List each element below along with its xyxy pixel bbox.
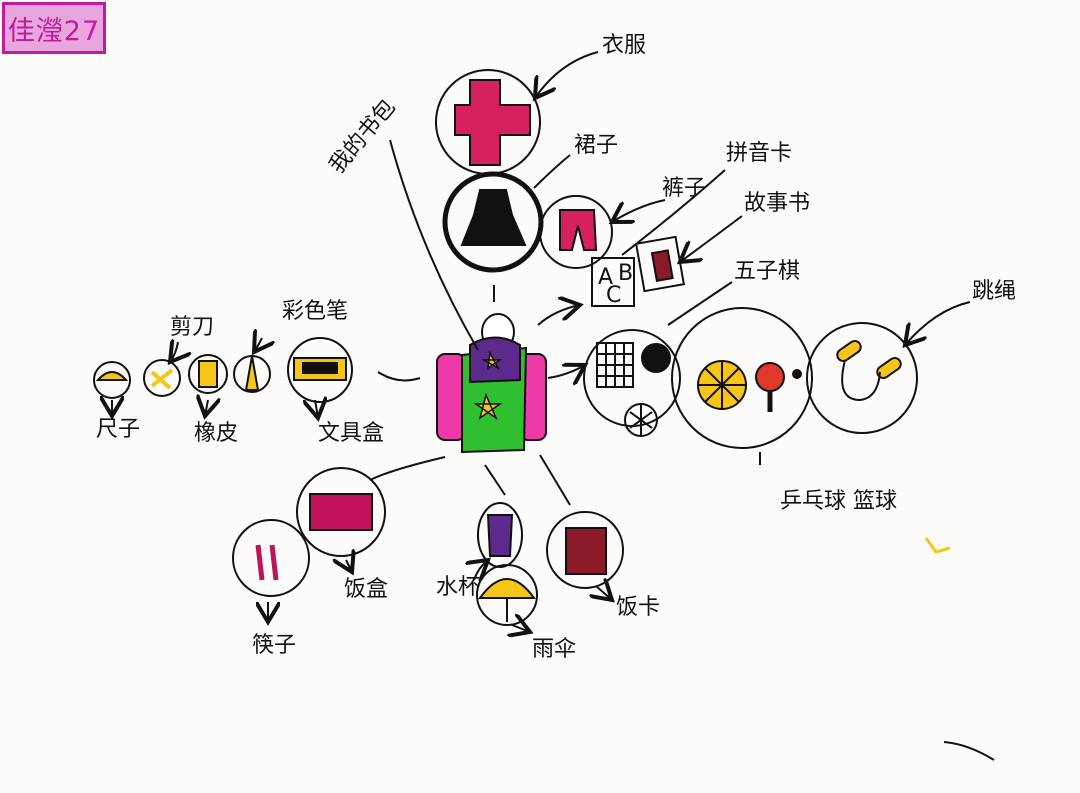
ball-label: 乒乓球 篮球: [780, 489, 897, 514]
skirt-icon: [460, 189, 527, 246]
water-cup-icon: [486, 514, 514, 557]
chopsticks-label: 筷子: [252, 633, 296, 658]
card-letter-a: A: [598, 265, 613, 290]
card-letter-b: B: [618, 261, 633, 286]
umbrella-bubble: [476, 564, 538, 626]
jump-rope-label: 跳绳: [972, 279, 1016, 304]
skirt-label: 裙子: [574, 133, 618, 158]
black-stone-icon: [641, 343, 671, 373]
meal-card-bubble: [546, 511, 624, 589]
chopsticks-icon: [255, 544, 279, 581]
name-tag: 佳瀅27: [2, 2, 106, 54]
eraser-bubble: [188, 354, 228, 394]
paddle-icon: [755, 362, 785, 392]
lunch-box-icon: [309, 493, 373, 531]
center-label: 我的书包: [325, 95, 401, 178]
scissors-bubble: [143, 359, 181, 397]
rope-handle-left-icon: [836, 339, 862, 363]
chopsticks-bubble: [232, 519, 310, 597]
shirt-icon: [454, 79, 531, 166]
ball-bubble: [671, 307, 813, 449]
gomoku-label: 五子棋: [734, 259, 800, 284]
pants-icon: [559, 209, 598, 251]
pencil-case-label: 文具盒: [318, 421, 384, 446]
clothes-label: 衣服: [602, 33, 646, 58]
meal-card-label: 饭卡: [616, 595, 660, 620]
letter-cards-label: 拼音卡: [726, 141, 792, 166]
pants-bubble: [539, 195, 613, 269]
color-pen-label: 彩色笔: [282, 299, 348, 324]
pants-label: 裤子: [662, 176, 706, 201]
umbrella-icon: [478, 578, 536, 599]
ruler-label: 尺子: [96, 417, 140, 442]
letter-cards-icon: [591, 257, 635, 307]
meal-card-icon: [565, 527, 607, 575]
card-letter-c: C: [606, 283, 621, 308]
story-book-label: 故事书: [744, 191, 810, 216]
umbrella-label: 雨伞: [532, 637, 576, 662]
ping-pong-ball-icon: [792, 369, 802, 379]
backpack-icon: [436, 313, 547, 454]
jump-rope-bubble: [806, 322, 918, 434]
eraser-label: 橡皮: [194, 421, 238, 446]
scissors-label: 剪刀: [170, 315, 214, 340]
water-cup-label: 水杯: [436, 575, 480, 600]
rope-handle-right-icon: [876, 356, 902, 380]
water-cup-bubble: [477, 502, 523, 568]
lunch-box-label: 饭盒: [344, 577, 388, 602]
